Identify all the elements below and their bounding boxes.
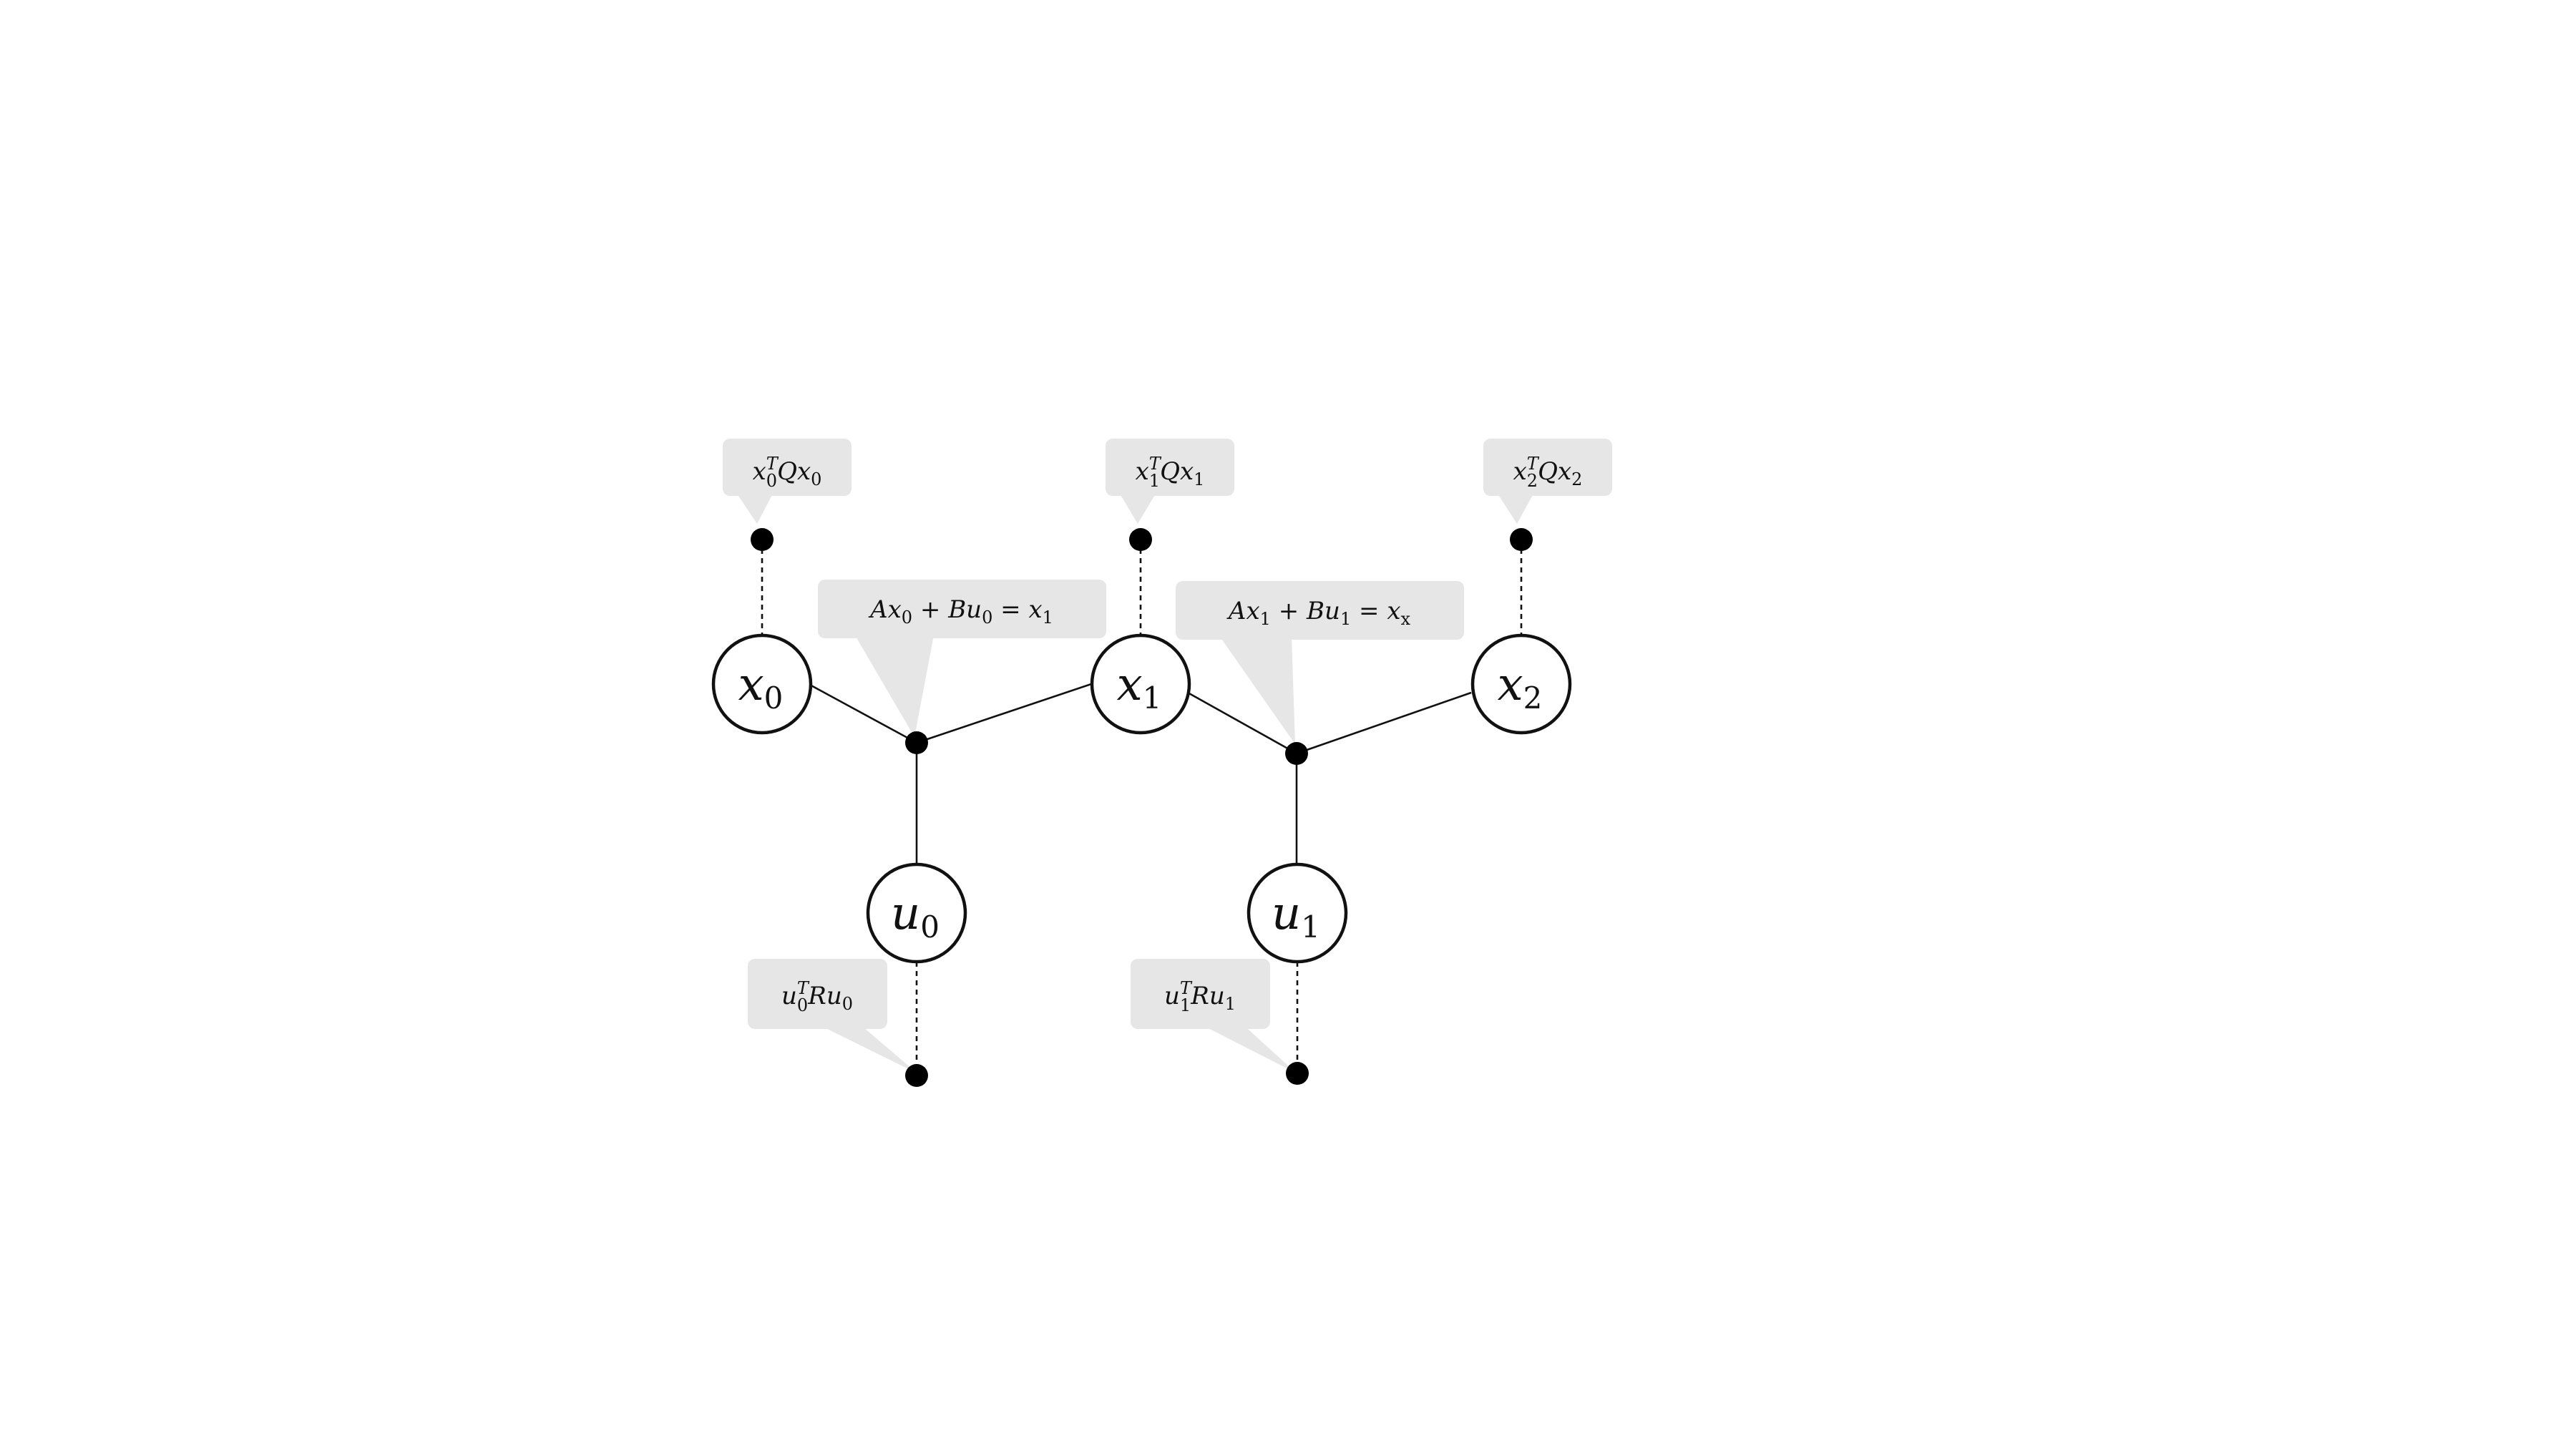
- cost-callout-u0: [748, 959, 917, 1073]
- node-u1: u1: [1246, 862, 1348, 964]
- factor-dynamics-1: [1285, 742, 1308, 765]
- cost-callout-x0: [723, 439, 852, 524]
- factor-dynamics-0: [905, 731, 928, 754]
- cost-callout-x2: [1483, 439, 1612, 524]
- node-x2: x2: [1470, 633, 1572, 735]
- cost-callout-u1: [1131, 959, 1297, 1073]
- svg-text:u1: u1: [1272, 887, 1320, 945]
- factor-cost-u1: [1286, 1062, 1309, 1085]
- cost-callout-x1: [1106, 439, 1234, 524]
- dynamics-callout-f0: [818, 580, 1106, 737]
- svg-text:x2: x2: [1498, 658, 1543, 716]
- dynamics-callout-f1: [1176, 581, 1464, 744]
- node-x1: x1: [1090, 633, 1191, 735]
- edge-x2-f1: [1296, 691, 1472, 755]
- factor-cost-x0: [751, 528, 774, 551]
- edge-x0-f0: [808, 683, 917, 744]
- svg-text:u0: u0: [891, 887, 940, 945]
- edge-x1-f1: [1187, 691, 1297, 755]
- node-x0: x0: [711, 633, 813, 735]
- dynamics-label-f1: Ax1 + Bu1 = xx: [1226, 597, 1411, 629]
- svg-text:x1: x1: [1117, 658, 1162, 716]
- svg-text:x0: x0: [738, 658, 784, 716]
- factor-cost-x2: [1510, 528, 1533, 551]
- factor-cost-x1: [1129, 528, 1152, 551]
- dynamics-label-f0: Ax0 + Bu0 = x1: [868, 595, 1053, 628]
- node-u0: u0: [866, 862, 967, 964]
- edge-x1-f0: [916, 683, 1092, 744]
- factor-cost-u0: [905, 1064, 928, 1087]
